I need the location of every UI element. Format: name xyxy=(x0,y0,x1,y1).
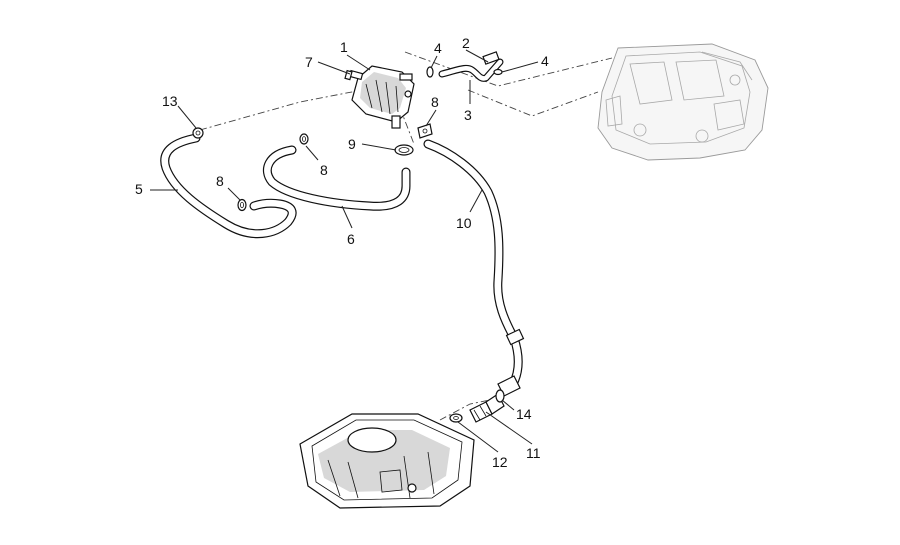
engine-head-port-1 xyxy=(629,61,673,105)
callout-9: 9 xyxy=(348,136,356,152)
part-4-oring-right xyxy=(493,68,503,76)
assembly-line-left xyxy=(199,89,363,131)
leader-2 xyxy=(465,49,489,63)
part-13-fitting xyxy=(192,127,204,139)
breather-ribs xyxy=(365,79,399,115)
part-1-breather-box xyxy=(351,65,415,129)
assembly-lines xyxy=(199,51,613,421)
callout-1: 1 xyxy=(340,39,348,55)
assembly-line-top xyxy=(404,51,613,87)
engine-head-bolt-1 xyxy=(633,123,647,137)
leader-9 xyxy=(361,143,397,151)
callout-2: 2 xyxy=(462,35,470,51)
callout-14: 14 xyxy=(516,406,532,422)
leader-8c xyxy=(425,109,437,127)
callout-3: 3 xyxy=(464,107,472,123)
part-4-oring-left xyxy=(426,66,434,78)
sump-inner-rim xyxy=(311,419,463,501)
callout-11: 11 xyxy=(526,445,541,461)
part-12-washer xyxy=(449,413,463,423)
leader-8a xyxy=(227,187,241,201)
sump-rib-4 xyxy=(427,451,435,495)
engine-head-port-2 xyxy=(675,59,725,101)
leader-lines xyxy=(150,49,539,453)
leader-11 xyxy=(485,411,533,445)
engine-head-bolt-3 xyxy=(729,74,741,86)
part-8-clamp-c xyxy=(417,123,433,139)
callout-12: 12 xyxy=(492,454,508,470)
callout-4-right: 4 xyxy=(541,53,549,69)
leader-6 xyxy=(341,205,353,229)
sump-bolt-hole xyxy=(407,483,417,493)
breather-top-spigot xyxy=(399,73,413,81)
callout-10: 10 xyxy=(456,215,472,231)
engine-head-bolt-2 xyxy=(695,129,709,143)
engine-head-body xyxy=(597,43,769,161)
leader-14 xyxy=(501,399,515,411)
sump-boss xyxy=(379,469,403,493)
leader-10 xyxy=(469,189,483,213)
leader-4b xyxy=(501,61,539,73)
engine-head-side-2 xyxy=(713,99,745,131)
breather-mount xyxy=(404,90,412,98)
breather-bottom-spigot xyxy=(391,115,401,129)
oil-sump-pan xyxy=(299,413,475,509)
leader-13 xyxy=(177,105,197,129)
breather-shade xyxy=(360,72,406,114)
leader-12 xyxy=(457,421,499,453)
sump-rib-1 xyxy=(327,459,341,497)
part-9-clamp xyxy=(394,144,414,156)
callout-7: 7 xyxy=(305,54,313,70)
part-8-clamp-b xyxy=(299,133,309,145)
assembly-line-right xyxy=(467,89,599,117)
part-8-clamp-a xyxy=(237,198,247,212)
hose-10-ferrule xyxy=(505,328,525,346)
sump-rib-2 xyxy=(347,461,359,499)
part-5-hose xyxy=(160,133,297,239)
callout-labels: 1 2 3 4 4 5 6 7 8 8 8 9 10 11 12 13 14 xyxy=(135,35,549,470)
part-2-elbow-pipe xyxy=(438,51,504,82)
engine-head-flange xyxy=(611,51,751,145)
assembly-line-drain xyxy=(439,399,491,421)
sump-well xyxy=(347,427,397,453)
callout-8-middle: 8 xyxy=(320,162,328,178)
callout-8-left: 8 xyxy=(216,173,224,189)
part-7-screw xyxy=(344,69,364,81)
leader-1 xyxy=(346,54,371,71)
callout-8-right: 8 xyxy=(431,94,439,110)
callout-5: 5 xyxy=(135,181,143,197)
engine-head-ridge xyxy=(701,51,753,81)
callout-6: 6 xyxy=(347,231,355,247)
callout-13: 13 xyxy=(162,93,178,109)
callout-4-left: 4 xyxy=(434,40,442,56)
leader-8b xyxy=(305,145,319,161)
part-6-hose xyxy=(263,145,411,211)
leader-4a xyxy=(430,55,438,69)
engine-head-side-1 xyxy=(605,95,623,127)
leader-7 xyxy=(317,61,351,75)
engine-cylinder-head xyxy=(597,43,769,161)
part-14-fitting xyxy=(495,375,521,403)
part-10-hose xyxy=(423,139,525,391)
